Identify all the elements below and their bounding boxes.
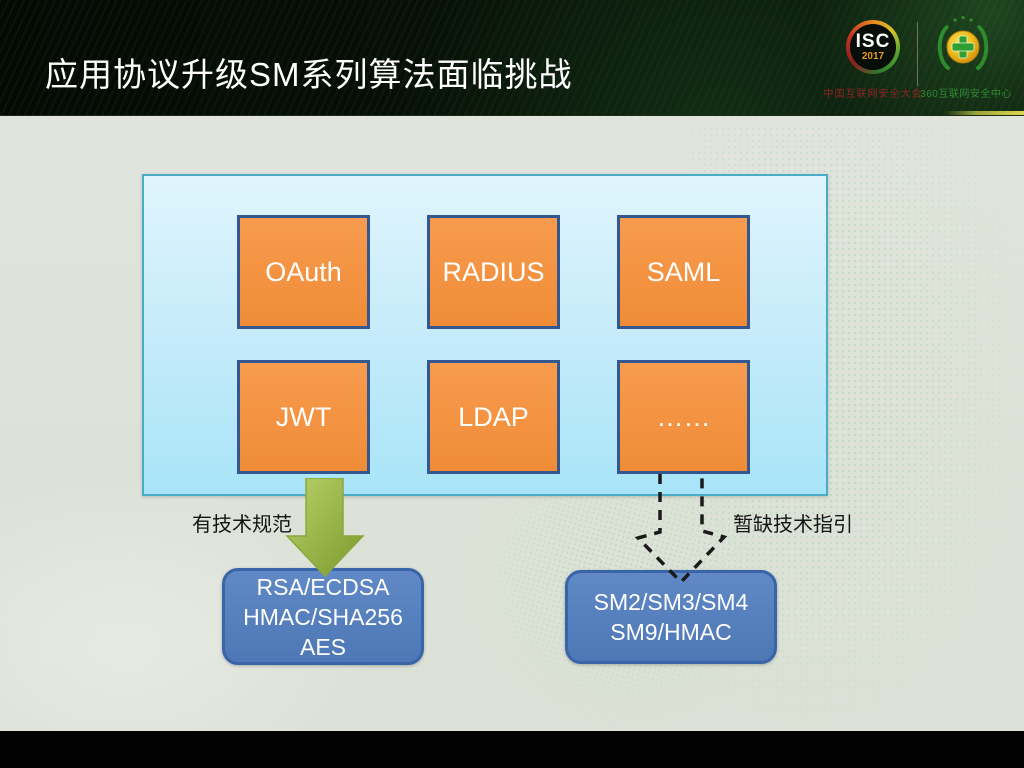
protocol-box-saml: SAML [617,215,750,329]
protocol-box-jwt: JWT [237,360,370,474]
page-title: 应用协议升级SM系列算法面临挑战 [45,56,573,93]
isc-abbr: ISC [855,30,891,52]
logo-360-caption: 360互联网安全中心 [920,89,1012,100]
protocols-panel: OAuth RADIUS SAML JWT LDAP …… [142,174,828,496]
solid-arrow-label: 有技术规范 [192,514,292,536]
solid-down-arrow [285,478,365,578]
protocol-label: RADIUS [442,256,545,287]
protocol-label: SAML [646,256,721,287]
dashed-down-arrow [634,474,728,585]
protocol-box-oauth: OAuth [237,215,370,329]
isc-caption: 中国互联网安全大会 [823,89,923,100]
sm-line: SM2/SM3/SM4 [593,589,749,615]
sm-result-box: SM2/SM3/SM4 SM9/HMAC [565,570,777,664]
protocol-label: OAuth [265,256,342,287]
protocol-label: LDAP [458,401,529,432]
protocol-box-more: …… [617,360,750,474]
logo-divider [917,22,918,86]
dashed-arrow-label: 暂缺技术指引 [733,514,853,536]
isc-year: 2017 [861,50,885,62]
standards-result-box: RSA/ECDSA HMAC/SHA256 AES [222,568,424,665]
header: 应用协议升级SM系列算法面临挑战 ISC 2017 中国互联网安全大会 [0,0,1024,116]
isc-logo-center: ISC 2017 [850,24,896,70]
protocol-box-radius: RADIUS [427,215,560,329]
standards-line: AES [299,633,347,660]
sm-line: SM9/HMAC [610,619,732,645]
isc-2017-logo-icon: ISC 2017 [846,20,900,74]
logo-360-icon [937,15,989,70]
content-area: OAuth RADIUS SAML JWT LDAP …… RSA/ECDSA … [0,116,1024,768]
protocol-box-ldap: LDAP [427,360,560,474]
gold-accent-line [944,111,1024,115]
footer-bar [0,731,1024,768]
standards-line: RSA/ECDSA [256,573,390,600]
standards-line: HMAC/SHA256 [243,603,403,630]
protocol-label: JWT [275,401,332,432]
protocol-label: …… [656,401,711,432]
